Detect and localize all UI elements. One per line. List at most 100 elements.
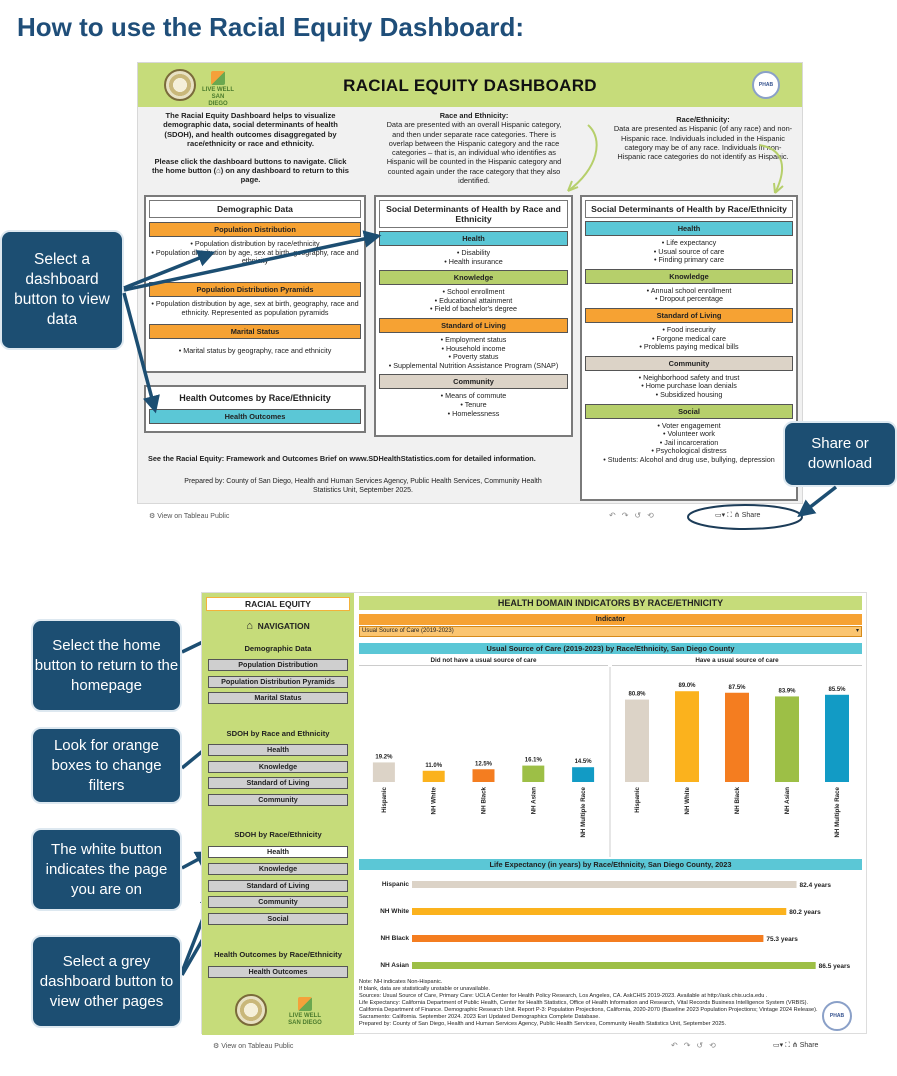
nav-section-title: SDOH by Race and Ethnicity [226,729,330,738]
data-label: 80.8% [628,692,646,698]
standard-of-living-button[interactable]: Standard of Living [379,317,568,333]
list-item: • Poverty status [448,352,499,362]
list-item: • Homelessness [447,408,500,418]
health-button[interactable]: Health [585,221,793,236]
note-line: Life Expectancy: California Department o… [359,1000,818,1020]
undo-redo-icons[interactable]: ↶↷↺⟲ [609,511,660,520]
list-item: • Volunteer work [662,429,716,439]
phab-logo: PHAB [822,1001,852,1031]
chevron-down-icon[interactable]: ▾ [855,628,859,634]
list-item: • Neighborhood safety and trust [638,372,740,382]
standard-of-living-button[interactable]: Standard of Living [585,307,793,323]
download-icon[interactable]: ▭▾ ⛶ ⋔ Share [715,512,761,519]
callout-white-button: The white button indicates the page you … [31,828,182,911]
share-highlight-ellipse [687,504,803,530]
nav-button-marital-status[interactable]: Marital Status [208,692,348,704]
health-outcomes-panel: Health Outcomes by Race/Ethnicity Health… [144,385,366,433]
list-item: • Health insurance [444,256,503,266]
home-icon[interactable]: ⌂ [246,620,253,632]
nav-button-community[interactable]: Community [208,896,348,908]
data-label: 87.5% [728,685,746,691]
dashboard-title: RACIAL EQUITY DASHBOARD [343,76,597,95]
category-label: NH Asian [784,787,791,814]
nav-button-health-current[interactable]: Health [208,846,348,858]
nav-section-title: Health Outcomes by Race/Ethnicity [214,950,342,959]
note-line: Sources: Usual Source of Care, Primary C… [359,993,768,999]
home-button[interactable]: ⌂ NAVIGATION [246,620,310,632]
note-arrow-icon [567,124,598,192]
undo-redo-icons[interactable]: ↶↷↺⟲ [671,1041,722,1050]
note-line: Note: NH indicates Non-Hispanic. [359,979,443,985]
indicator-dropdown[interactable]: Usual Source of Care (2019-2023)▾ [359,626,862,637]
bar [422,770,445,782]
framework-brief-note: See the Racial Equity: Framework and Out… [148,454,536,463]
health-button[interactable]: Health [379,231,568,246]
bar [412,962,816,969]
nav-button-population-pyramids[interactable]: Population Distribution Pyramids [208,676,348,688]
data-label: 19.2% [375,754,393,760]
chart1-left-header: Did not have a usual source of care [359,656,608,666]
category-label: NH White [431,786,438,814]
view-on-tableau-link[interactable]: ⚙ View on Tableau Public [213,1043,294,1050]
category-label: NH Asian [380,962,409,969]
list-item: • Annual school enrollment [646,285,732,295]
category-label: NH Multiple Race [834,786,841,837]
category-label: NH Black [380,935,409,942]
list-item: • Tenure [460,399,487,409]
list-item: • Field of bachelor's degree [430,304,517,314]
community-button[interactable]: Community [379,374,568,390]
category-label: NH Black [734,786,741,814]
population-distribution-button[interactable]: Population Distribution [149,222,361,237]
bar [372,762,395,782]
nav-button-social[interactable]: Social [208,913,348,925]
bar [572,767,595,782]
social-button[interactable]: Social [585,403,793,419]
category-label: Hispanic [634,786,641,812]
list-item: • Voter engagement [657,420,721,430]
population-pyramids-button[interactable]: Population Distribution Pyramids [149,282,361,297]
bar [412,908,787,915]
nav-button-standard-of-living[interactable]: Standard of Living [208,880,348,892]
list-item: • Psychological distress [651,446,727,456]
knowledge-button[interactable]: Knowledge [379,270,568,286]
bar [675,691,699,782]
health-domain-dashboard-screenshot: RACIAL EQUITY ⌂ NAVIGATION Demographic D… [201,592,867,1035]
list-item: • Population distribution by age, sex at… [151,299,359,317]
list-item: • Means of commute [440,391,507,401]
list-item: • School enrollment [442,287,505,297]
view-on-tableau-link[interactable]: ⚙ View on Tableau Public [149,513,230,520]
nav-button-health-outcomes[interactable]: Health Outcomes [208,966,348,978]
intro-text: The Racial Equity Dashboard helps to vis… [152,111,349,185]
marital-status-button[interactable]: Marital Status [149,324,361,339]
community-button[interactable]: Community [585,355,793,371]
list-item: • Household income [441,343,506,353]
health-outcomes-button[interactable]: Health Outcomes [149,409,361,424]
data-label: 89.0% [678,683,696,689]
bar [472,769,495,782]
nav-button-population-distribution[interactable]: Population Distribution [208,659,348,671]
bar [412,881,797,888]
bar [825,694,849,782]
category-label: NH White [684,786,691,814]
list-item: • Supplemental Nutrition Assistance Prog… [388,360,559,370]
nav-button-standard-of-living[interactable]: Standard of Living [208,777,348,789]
bar [625,699,649,782]
download-icon[interactable]: ▭▾ ⛶ ⋔ Share [773,1042,819,1049]
bar [522,765,545,782]
nav-button-community[interactable]: Community [208,794,348,806]
list-item: • Forgone medical care [651,333,727,343]
list-item: • Population distribution by age, sex at… [151,247,359,266]
indicator-filter-label: Indicator [359,614,862,625]
phab-logo: PHAB [752,71,780,99]
panel-title: Demographic Data [149,200,361,218]
nav-button-health[interactable]: Health [208,744,348,756]
knowledge-button[interactable]: Knowledge [585,268,793,284]
nav-button-knowledge[interactable]: Knowledge [208,863,348,875]
tableau-toolbar: ⚙ View on Tableau Public ↶↷↺⟲ ▭▾ ⛶ ⋔ Sha… [137,508,803,524]
nav-button-knowledge[interactable]: Knowledge [208,761,348,773]
